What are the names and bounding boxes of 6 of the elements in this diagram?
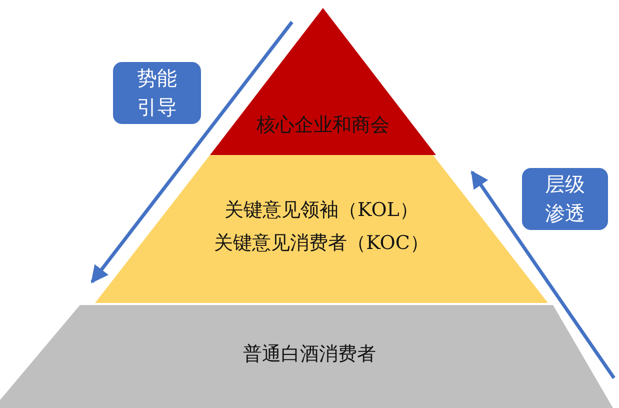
tier-label: 普通白酒消费者 (243, 342, 376, 367)
tier-label: 关键意见领袖（KOL） (224, 198, 418, 223)
tier-label: 核心企业和商会 (256, 113, 390, 138)
callout-box: 势能引导 (113, 62, 201, 124)
tier-label: 关键意见消费者（KOC） (214, 231, 429, 256)
callout-box: 层级渗透 (522, 168, 608, 230)
